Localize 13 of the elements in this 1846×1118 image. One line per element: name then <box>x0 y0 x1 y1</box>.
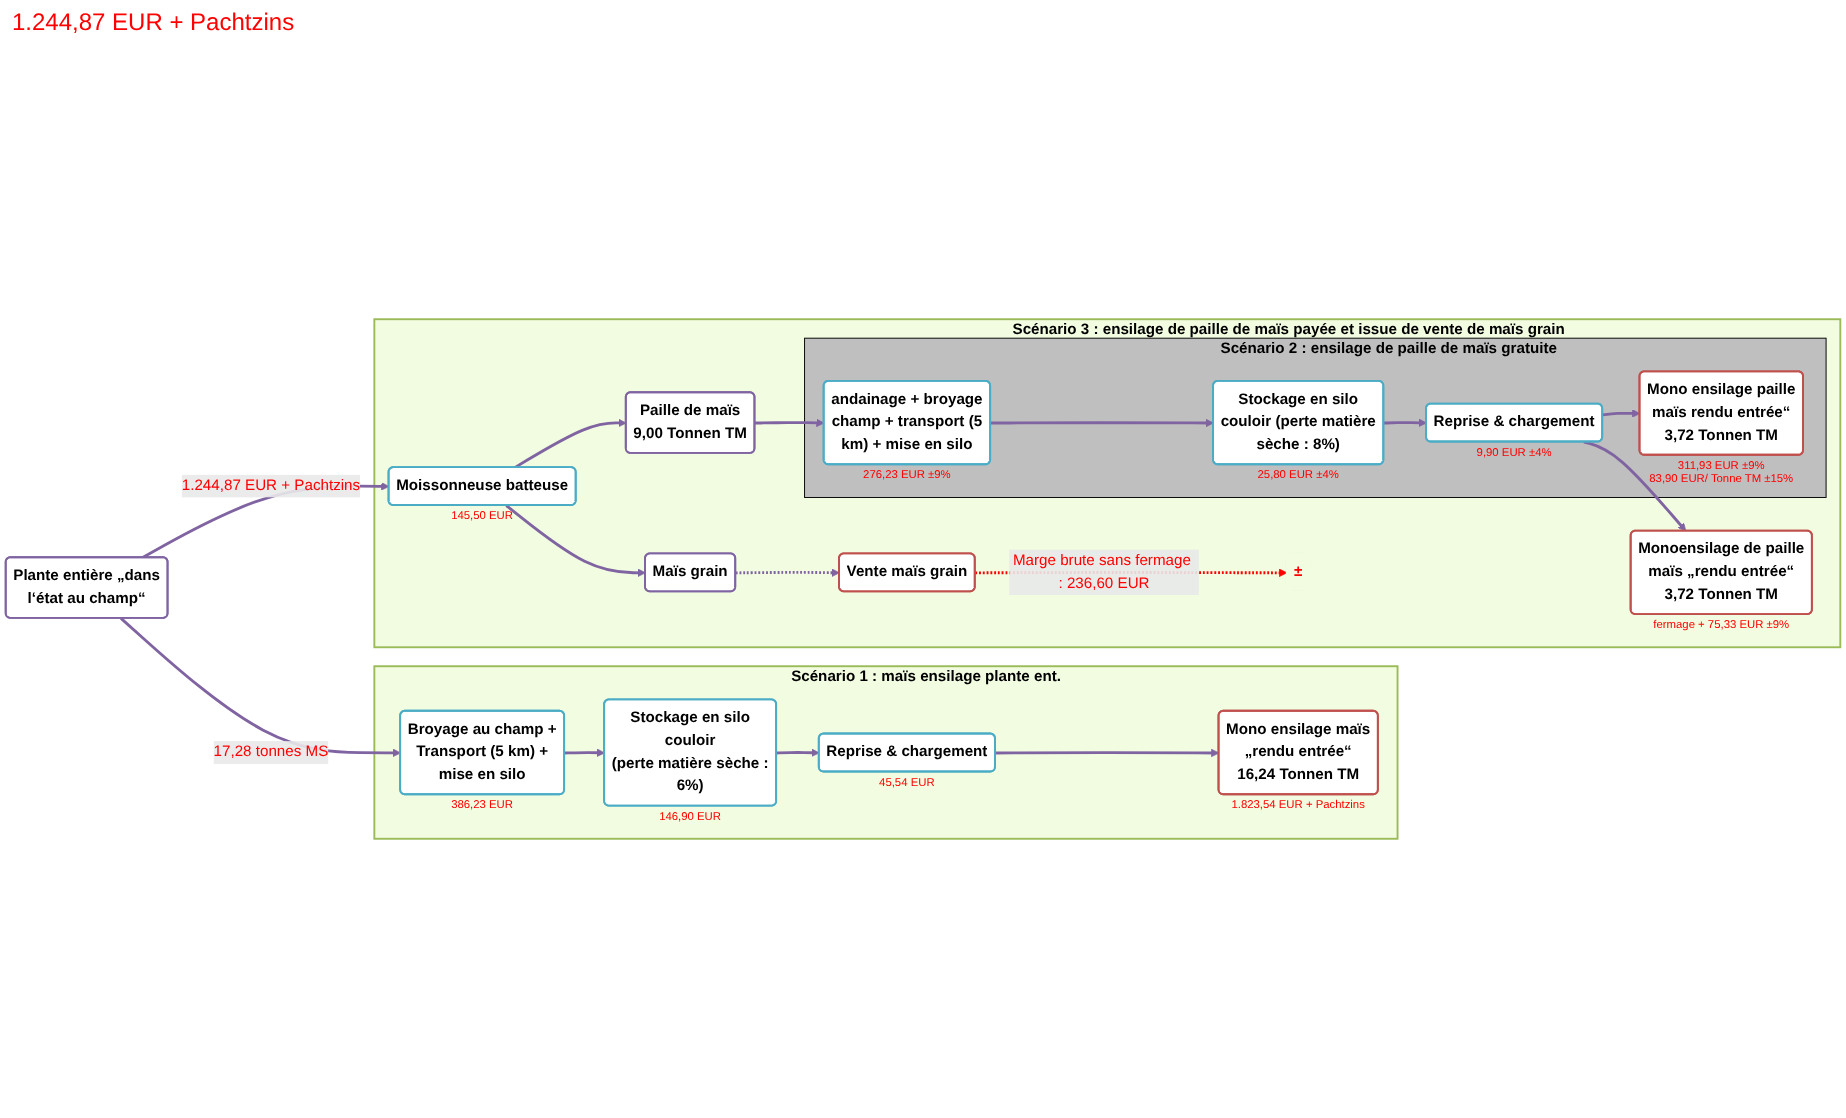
arrow <box>776 748 820 757</box>
arrow <box>1602 409 1641 418</box>
cost-note: 1.244,87 EUR + Pachtzins <box>12 8 295 36</box>
arrow <box>120 617 401 757</box>
arrow <box>564 748 605 757</box>
arrow <box>995 748 1220 758</box>
arrow <box>1383 418 1427 427</box>
arrow <box>990 418 1214 428</box>
arrow <box>1583 440 1687 532</box>
arrow <box>514 418 627 469</box>
arrow <box>754 418 825 428</box>
arrow <box>505 504 646 577</box>
arrow <box>735 568 840 577</box>
